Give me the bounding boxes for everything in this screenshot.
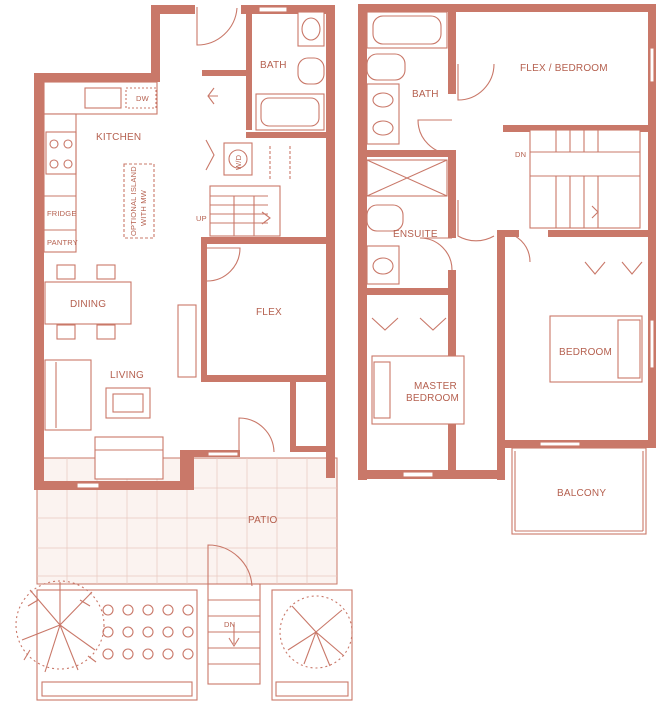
tree-icon xyxy=(15,580,105,673)
planters xyxy=(36,589,353,701)
upper-floor-doors xyxy=(371,63,643,331)
label-optional-island-2: WITH MW xyxy=(139,189,148,226)
label-bath-main: BATH xyxy=(260,60,287,71)
bed-icon xyxy=(549,315,643,383)
label-optional-island-1: OPTIONAL ISLAND xyxy=(129,166,138,236)
bed-icon xyxy=(371,355,465,425)
label-bath-upper: BATH xyxy=(412,89,439,100)
upper-floor xyxy=(358,4,656,535)
label-up: UP xyxy=(196,214,207,223)
balcony-area xyxy=(511,447,647,535)
label-wd: W/D xyxy=(234,154,243,170)
room-labels: KITCHEN DW OPTIONAL ISLAND WITH MW FRIDG… xyxy=(47,60,612,629)
label-dn-upper: DN xyxy=(515,150,526,159)
label-fridge: FRIDGE xyxy=(47,209,77,218)
stair-upper xyxy=(529,129,641,229)
label-dw: DW xyxy=(136,94,150,103)
dining-table xyxy=(44,264,132,340)
label-living: LIVING xyxy=(110,370,144,381)
upper-floor-windows xyxy=(402,47,655,478)
upper-bath-fixtures xyxy=(366,11,448,145)
label-bedroom: BEDROOM xyxy=(559,347,612,358)
label-dining: DINING xyxy=(70,299,106,310)
main-bath-fixtures xyxy=(255,11,325,131)
label-balcony: BALCONY xyxy=(557,488,606,499)
tree-icon xyxy=(279,595,353,669)
patio-stair xyxy=(207,544,261,685)
label-dn-patio: DN xyxy=(224,620,235,629)
label-kitchen: KITCHEN xyxy=(96,132,141,143)
stair-main xyxy=(209,142,291,237)
main-floor-doors xyxy=(196,7,275,453)
label-flex-main: FLEX xyxy=(256,307,282,318)
label-pantry: PANTRY xyxy=(47,238,78,247)
label-flex-bedroom: FLEX / BEDROOM xyxy=(520,63,608,74)
main-floor xyxy=(15,5,353,701)
label-patio: PATIO xyxy=(248,515,278,526)
kitchen-counters xyxy=(43,81,158,253)
ensuite-fixtures xyxy=(366,159,448,285)
label-master-2: BEDROOM xyxy=(406,393,459,404)
living-furniture xyxy=(44,304,197,480)
shrub-icon xyxy=(102,604,194,660)
label-ensuite: ENSUITE xyxy=(393,229,438,240)
label-master-1: MASTER xyxy=(414,381,457,392)
main-floor-windows xyxy=(76,6,288,489)
